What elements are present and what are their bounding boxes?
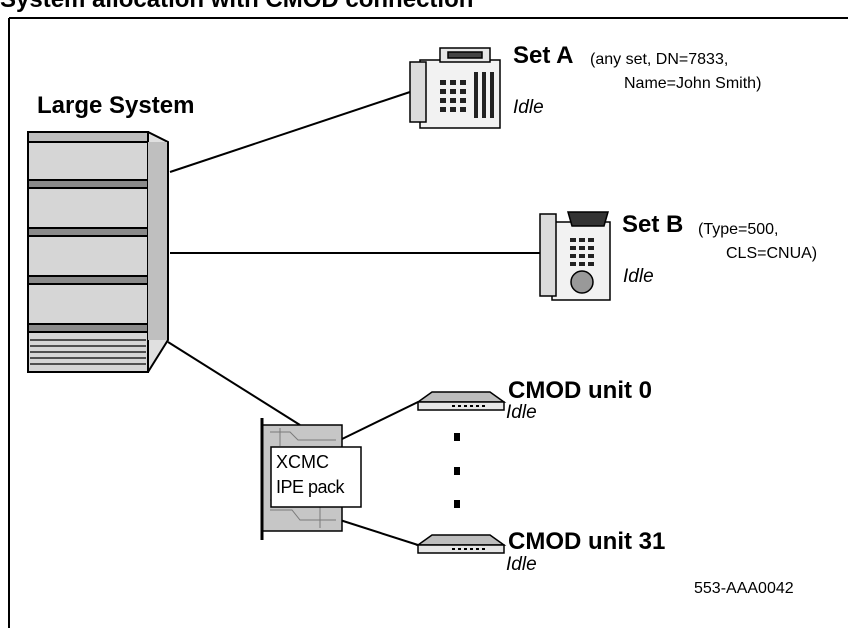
set-a-name: Set A — [513, 42, 574, 69]
system-cabinet — [27, 131, 169, 373]
set-a-detail-1: (any set, DN=7833, — [590, 51, 729, 68]
line-system-to-set-a — [169, 91, 411, 173]
cmod-last-name: CMOD unit 31 — [508, 528, 666, 555]
cmod-unit-0-icon — [415, 391, 507, 411]
pack-label-line-1: XCMC — [276, 452, 329, 472]
system-label: Large System — [37, 92, 195, 119]
line-pack-to-cmod-0 — [339, 401, 419, 441]
cmod-last-status: Idle — [506, 554, 537, 575]
figure-id: 553-AAA0042 — [694, 580, 794, 597]
connection-lines — [167, 91, 540, 546]
set-b-status: Idle — [623, 266, 654, 287]
set-b-detail-1: (Type=500, — [698, 221, 779, 238]
set-a-status: Idle — [513, 97, 544, 118]
set-b-detail-2: CLS=CNUA) — [726, 245, 818, 262]
cmod-unit-31-icon — [415, 534, 507, 554]
cmod-ellipsis — [454, 433, 460, 508]
header-text: System allocation with CMOD connection — [0, 0, 473, 12]
pack-label-line-2: IPE pack — [276, 477, 345, 497]
frame — [8, 17, 848, 628]
line-pack-to-cmod-31 — [339, 519, 419, 546]
cmod-first-name: CMOD unit 0 — [508, 377, 652, 404]
set-b-name: Set B — [622, 211, 684, 238]
xcmc-pack-card — [260, 418, 362, 540]
set-b-phone-icon — [539, 211, 611, 301]
set-a-phone-icon — [409, 47, 501, 129]
line-system-to-pack — [167, 341, 301, 426]
cmod-first-status: Idle — [506, 402, 537, 423]
set-a-detail-2: Name=John Smith) — [624, 75, 762, 92]
